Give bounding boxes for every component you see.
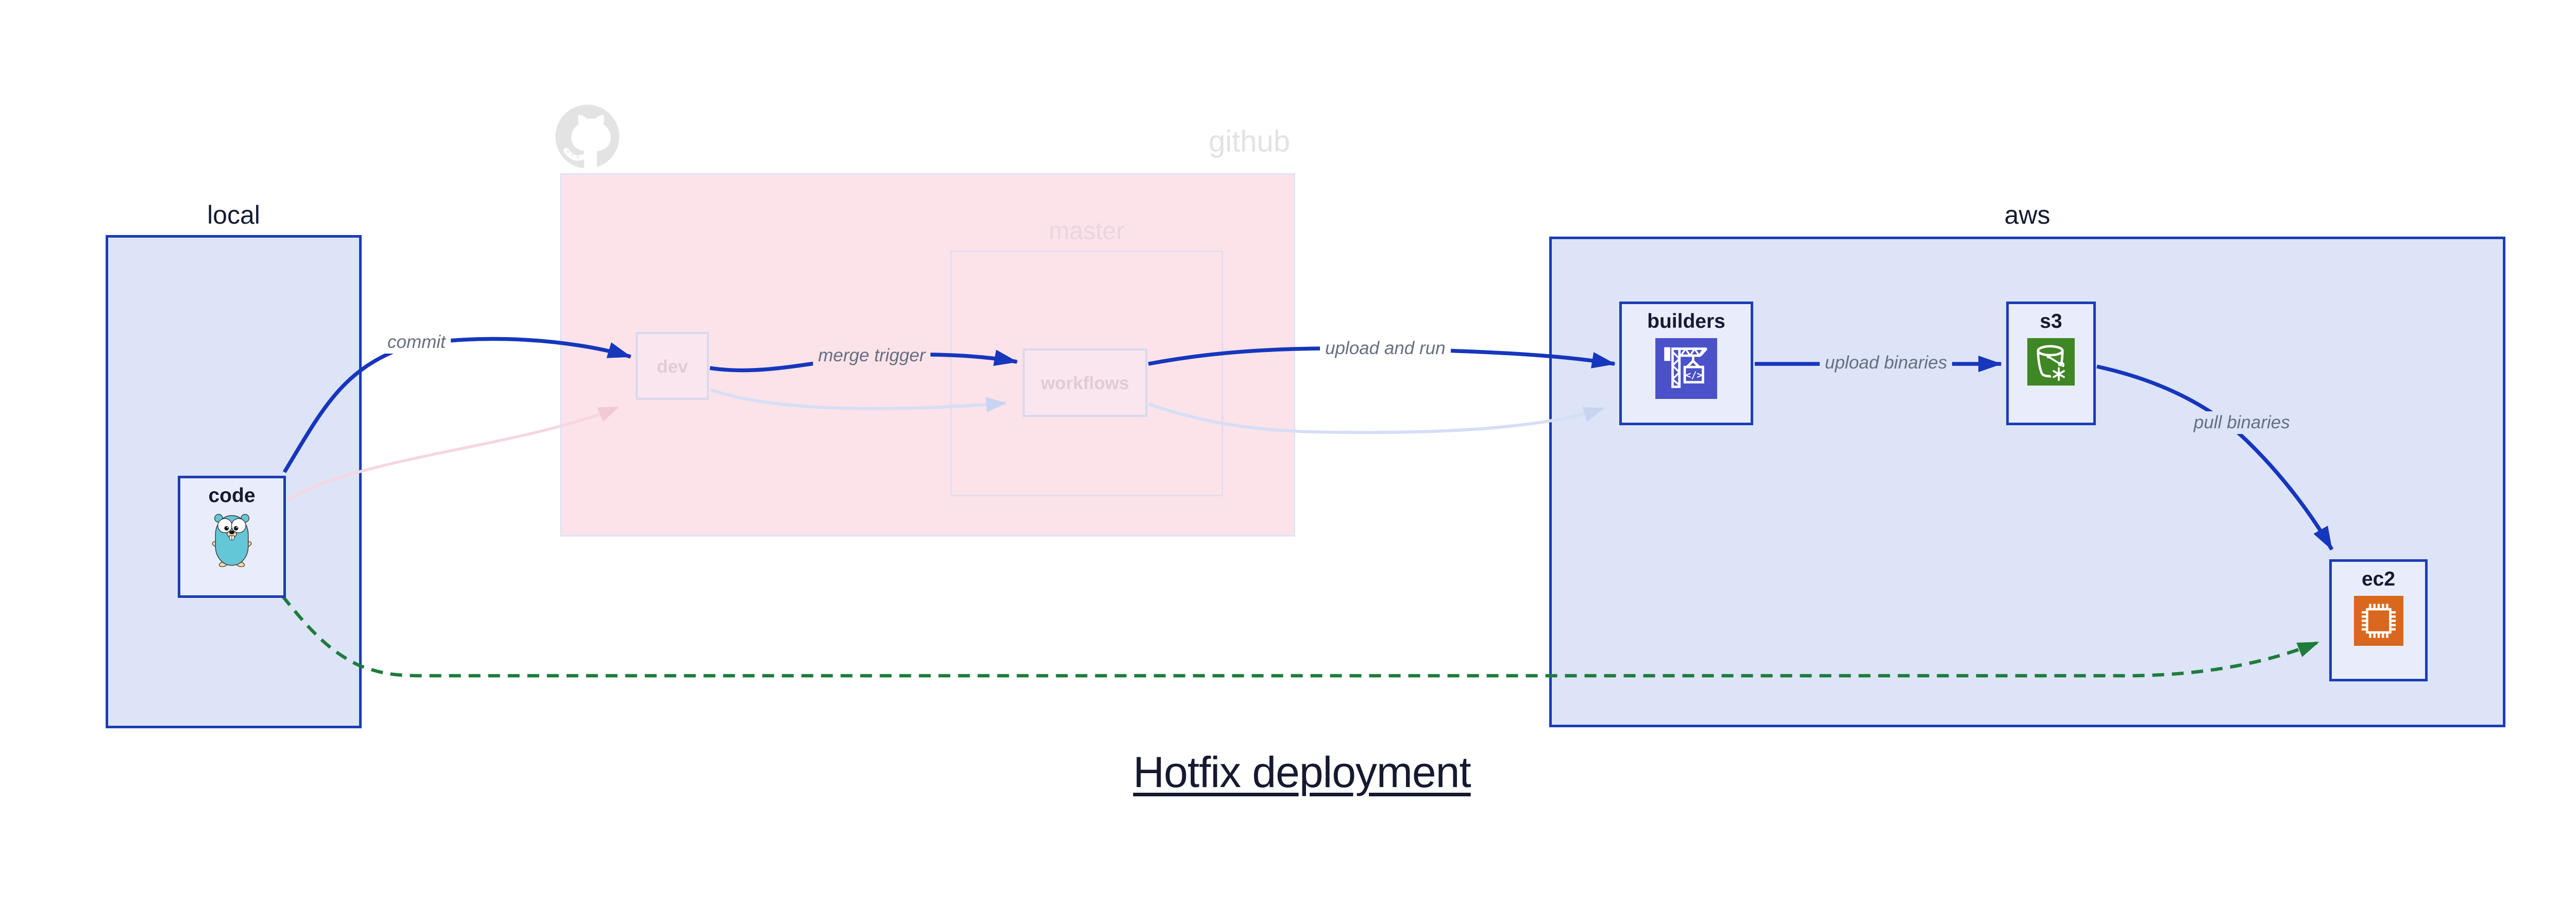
edge-label-commit: commit	[382, 331, 451, 354]
aws-codebuild-icon: </>	[1655, 338, 1717, 399]
group-github-label: github	[1208, 125, 1290, 158]
svg-text:</>: </>	[1685, 370, 1702, 381]
edge-label-upload-and-run: upload and run	[1320, 337, 1451, 360]
node-builders-label: builders	[1647, 310, 1725, 332]
octocat-icon	[555, 105, 619, 169]
node-ec2-label: ec2	[2361, 568, 2396, 590]
node-code-label: code	[208, 485, 256, 507]
node-code: code	[178, 476, 286, 598]
aws-ec2-chip-icon	[2353, 596, 2403, 646]
group-local-label: local	[207, 201, 260, 229]
node-s3: s3	[2006, 302, 2096, 425]
group-master-label: master	[1048, 218, 1125, 245]
node-dev: dev	[636, 332, 709, 400]
edge-label-merge-trigger: merge trigger	[813, 344, 931, 367]
group-aws-label: aws	[2004, 201, 2050, 229]
node-workflows: workflows	[1023, 348, 1147, 417]
node-ec2: ec2	[2329, 559, 2428, 681]
edge-label-upload-binaries: upload binaries	[1820, 352, 1953, 374]
group-master-box	[950, 250, 1223, 496]
node-s3-label: s3	[2040, 310, 2062, 332]
node-dev-label: dev	[656, 357, 688, 377]
node-builders: builders </>	[1619, 302, 1753, 425]
aws-s3-bucket-icon	[2027, 338, 2075, 386]
diagram-title: Hotfix deployment	[1133, 748, 1471, 796]
node-workflows-label: workflows	[1041, 373, 1129, 393]
edge-label-pull-binaries: pull binaries	[2189, 411, 2295, 434]
go-gopher-icon	[212, 514, 252, 567]
